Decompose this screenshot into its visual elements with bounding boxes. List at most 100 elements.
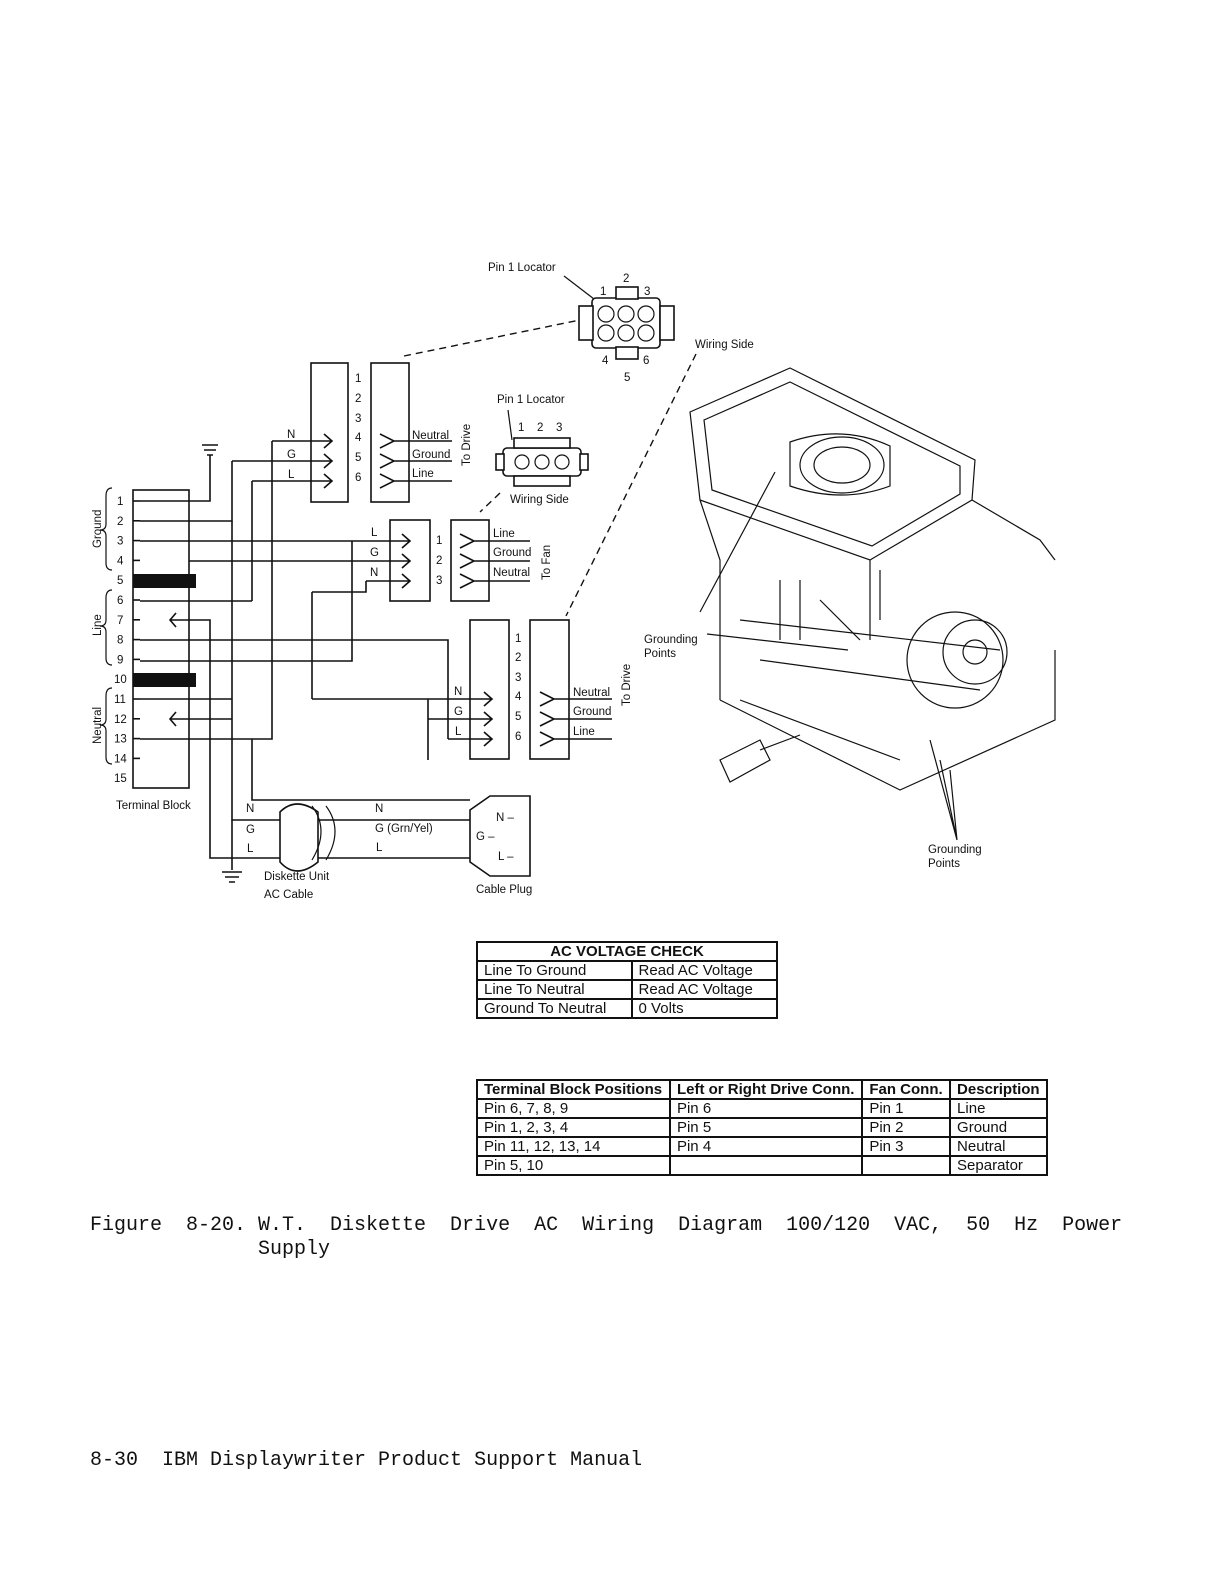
drive-bot-out-line: Line (573, 726, 595, 738)
pos-cell: Pin 2 (861, 1117, 952, 1138)
drive-top-pin-2: 2 (355, 393, 361, 405)
plug-pin-g: G – (476, 831, 495, 843)
fan-connector: Pin 1 Locator 1 2 3 Wiring Side (495, 394, 589, 506)
fan-pin-1: 1 (518, 422, 524, 434)
drive-connector-bottom: 1 2 3 4 5 6 N G L Neutral Ground Line To… (312, 619, 633, 760)
cable-left-g: G (246, 824, 255, 836)
table-row: Pin 5, 10 Separator (476, 1155, 1048, 1176)
fan-box-in-n: N (370, 567, 378, 579)
terminal-position-5: 5 (117, 575, 123, 587)
fan-box-out-line: Line (493, 528, 515, 540)
group-ground-label: Ground (92, 510, 104, 548)
drive-bot-to-label: To Drive (621, 664, 633, 706)
cable-name-1: Diskette Unit (264, 871, 330, 883)
fan-box-out-ground: Ground (493, 547, 531, 559)
drive-bot-pin-4: 4 (515, 691, 522, 703)
pos-cell: Pin 1, 2, 3, 4 (476, 1117, 671, 1138)
drive-bot-pin-1: 1 (515, 633, 521, 645)
drive-bot-in-l: L (455, 726, 462, 738)
drive-top-pin-4: 4 (355, 432, 362, 444)
figure-caption: Figure 8-20. W.T. Diskette Drive AC Wiri… (90, 1214, 1123, 1237)
pos-cell: Pin 6 (668, 1098, 864, 1119)
pos-header: Left or Right Drive Conn. (668, 1079, 864, 1100)
figure-caption-continued: Supply (258, 1238, 331, 1261)
grounding-upper-2: Points (644, 648, 676, 660)
ac-cell: Ground To Neutral (476, 998, 633, 1019)
ac-cell: Line To Ground (476, 960, 633, 981)
terminal-position-15: 15 (114, 773, 127, 785)
ac-cell: Line To Neutral (476, 979, 633, 1000)
terminal-position-9: 9 (117, 654, 123, 666)
fan-box-pin-1: 1 (436, 535, 442, 547)
top-pin-5: 5 (624, 372, 630, 384)
cable-right-g: G (Grn/Yel) (375, 823, 433, 835)
drive-top-pin-5: 5 (355, 452, 361, 464)
drive-top-in-l: L (288, 469, 295, 481)
cable-name-2: AC Cable (264, 889, 313, 901)
fan-box-to-label: To Fan (541, 545, 553, 580)
drive-bot-pin-6: 6 (515, 731, 521, 743)
drive-bot-in-g: G (454, 706, 463, 718)
drive-bot-pin-2: 2 (515, 652, 521, 664)
pos-cell: Pin 5, 10 (476, 1155, 671, 1176)
terminal-positions-table: Terminal Block Positions Left or Right D… (476, 1079, 1048, 1176)
fan-box-in-g: G (370, 547, 379, 559)
pos-cell (861, 1155, 952, 1176)
drive-bot-in-n: N (454, 686, 462, 698)
fan-box-out-neutral: Neutral (493, 567, 530, 579)
terminal-position-6: 6 (117, 595, 123, 607)
terminal-position-2: 2 (117, 516, 123, 528)
terminal-block-label: Terminal Block (116, 800, 191, 812)
drive-bot-out-neutral: Neutral (573, 687, 610, 699)
fan-wiring-side-label: Wiring Side (510, 494, 569, 506)
grounding-lower-2: Points (928, 858, 960, 870)
drive-bot-pin-3: 3 (515, 672, 521, 684)
top-connector: Pin 1 Locator 1 2 3 4 5 6 Wiring Side (488, 262, 754, 384)
grounding-lower-1: Grounding (928, 844, 982, 856)
cable-right-n: N (375, 803, 383, 815)
terminal-position-13: 13 (114, 734, 127, 746)
top-pin-2: 2 (623, 273, 629, 285)
drive-top-out-ground: Ground (412, 449, 450, 461)
ac-cable: N G L N G (Grn/Yel) L Diskette Unit AC C… (246, 795, 532, 901)
drive-top-to-label: To Drive (461, 424, 473, 466)
top-pin-6: 6 (643, 355, 649, 367)
pos-cell: Pin 6, 7, 8, 9 (476, 1098, 671, 1119)
pos-cell: Line (949, 1098, 1048, 1119)
fan-pin-3: 3 (556, 422, 562, 434)
top-pin-3: 3 (644, 286, 650, 298)
pos-header: Fan Conn. (861, 1079, 952, 1100)
pos-cell: Pin 4 (668, 1136, 864, 1157)
drive-top-in-n: N (287, 429, 295, 441)
separator-10 (133, 673, 196, 687)
terminal-position-8: 8 (117, 635, 123, 647)
pos-cell: Separator (949, 1155, 1048, 1176)
drive-bot-pin-5: 5 (515, 711, 521, 723)
fan-box-pin-3: 3 (436, 575, 442, 587)
ac-cell: Read AC Voltage (630, 979, 779, 1000)
pos-header: Terminal Block Positions (476, 1079, 671, 1100)
fan-pin-2: 2 (537, 422, 543, 434)
pos-cell: Pin 1 (861, 1098, 952, 1119)
ac-cell: 0 Volts (630, 998, 779, 1019)
table-row: Line To Ground Read AC Voltage (476, 960, 779, 981)
pos-cell: Neutral (949, 1136, 1048, 1157)
top-wiring-side-label: Wiring Side (695, 339, 754, 351)
drive-bot-out-ground: Ground (573, 706, 611, 718)
pos-header: Description (949, 1079, 1048, 1100)
drive-top-out-neutral: Neutral (412, 430, 449, 442)
group-line-label: Line (92, 614, 104, 636)
table-row: Line To Neutral Read AC Voltage (476, 979, 779, 1000)
ac-voltage-check-table: AC VOLTAGE CHECK Line To Ground Read AC … (476, 941, 779, 1019)
table-row: Pin 1, 2, 3, 4 Pin 5 Pin 2 Ground (476, 1117, 1048, 1138)
drive-top-pin-6: 6 (355, 472, 361, 484)
drive-top-pin-1: 1 (355, 373, 361, 385)
cable-right-l: L (376, 842, 383, 854)
terminal-position-4: 4 (117, 555, 124, 567)
pos-cell: Pin 5 (668, 1117, 864, 1138)
pos-cell: Ground (949, 1117, 1048, 1138)
plug-pin-n: N – (496, 812, 515, 824)
drive-top-in-g: G (287, 449, 296, 461)
fan-box-pin-2: 2 (436, 555, 442, 567)
cable-left-l: L (247, 843, 254, 855)
